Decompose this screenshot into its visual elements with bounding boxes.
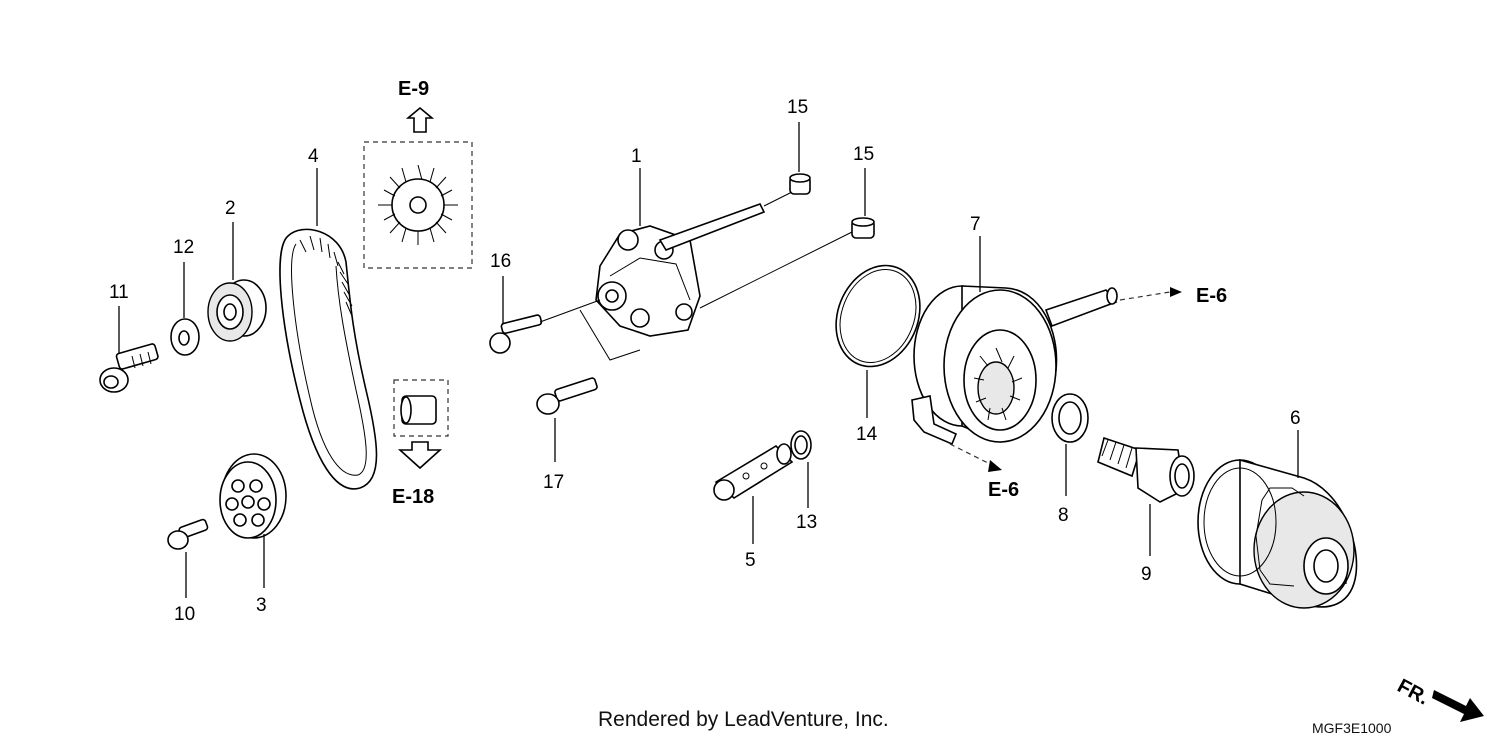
bolt-part-17[interactable] [536,377,598,415]
diagram-code: MGF3E1000 [1312,720,1392,736]
callout-11[interactable]: 11 [109,282,129,303]
down-arrow-icon [397,441,443,470]
driven-sprocket-part-3[interactable] [219,453,287,539]
callout-3[interactable]: 3 [256,595,267,616]
center-bolt-part-9[interactable] [1097,436,1195,503]
callout-1[interactable]: 1 [631,146,642,167]
callout-9[interactable]: 9 [1141,564,1152,585]
bolt-part-10[interactable] [167,518,209,550]
callout-2[interactable]: 2 [225,198,236,219]
callout-15b[interactable]: 15 [853,144,874,165]
callout-5[interactable]: 5 [745,550,756,571]
callout-6[interactable]: 6 [1290,408,1301,429]
oil-filter-part-6[interactable] [1197,458,1358,609]
callout-12[interactable]: 12 [173,237,194,258]
dowel-pin-part-15a[interactable] [789,173,811,195]
arrow-right-icon [1170,287,1182,297]
callout-15a[interactable]: 15 [787,97,808,118]
ref-e6-lower-label[interactable]: E-6 [988,479,1019,501]
bolt-part-11[interactable] [99,306,159,393]
o-ring-part-13[interactable] [790,430,812,460]
washer-part-8[interactable] [1051,393,1089,443]
oil-pump-sprocket-detail-icon [378,164,458,245]
oil-cooler-part-7[interactable] [911,285,1118,446]
arrow-down-right-icon [988,460,1002,472]
callout-8[interactable]: 8 [1058,505,1069,526]
credit-text: Rendered by LeadVenture, Inc. [598,708,889,731]
e9-detail-box [363,141,473,269]
cam-chain-part-4[interactable] [279,228,378,490]
bolt-part-16[interactable] [489,314,543,354]
pump-bracket-line [579,309,641,361]
callout-13[interactable]: 13 [796,512,817,533]
callout-7[interactable]: 7 [970,214,981,235]
up-arrow-icon [405,106,435,133]
relief-valve-part-5[interactable] [713,443,794,501]
front-arrow-icon [1432,690,1484,722]
ref-e6-upper-label[interactable]: E-6 [1196,285,1227,307]
callout-14[interactable]: 14 [856,424,878,445]
washer-part-12[interactable] [170,318,200,356]
e6-lower-arrow-line [949,443,995,467]
front-direction-label: FR. [1394,675,1433,710]
callout-4[interactable]: 4 [308,146,319,167]
callout-16[interactable]: 16 [490,251,511,272]
e6-upper-arrow-line [1119,291,1171,301]
callout-10[interactable]: 10 [174,604,195,625]
drive-sprocket-part-2[interactable] [207,279,267,342]
o-ring-part-14[interactable] [821,253,934,379]
e18-detail-box [393,379,449,437]
dowel-pin-part-15b[interactable] [851,217,875,239]
oil-pump-part-1[interactable] [595,203,766,337]
ref-e9-label[interactable]: E-9 [398,78,429,100]
collar-detail-icon [400,395,437,425]
ref-e18-label[interactable]: E-18 [392,486,434,508]
callout-17[interactable]: 17 [543,472,564,493]
